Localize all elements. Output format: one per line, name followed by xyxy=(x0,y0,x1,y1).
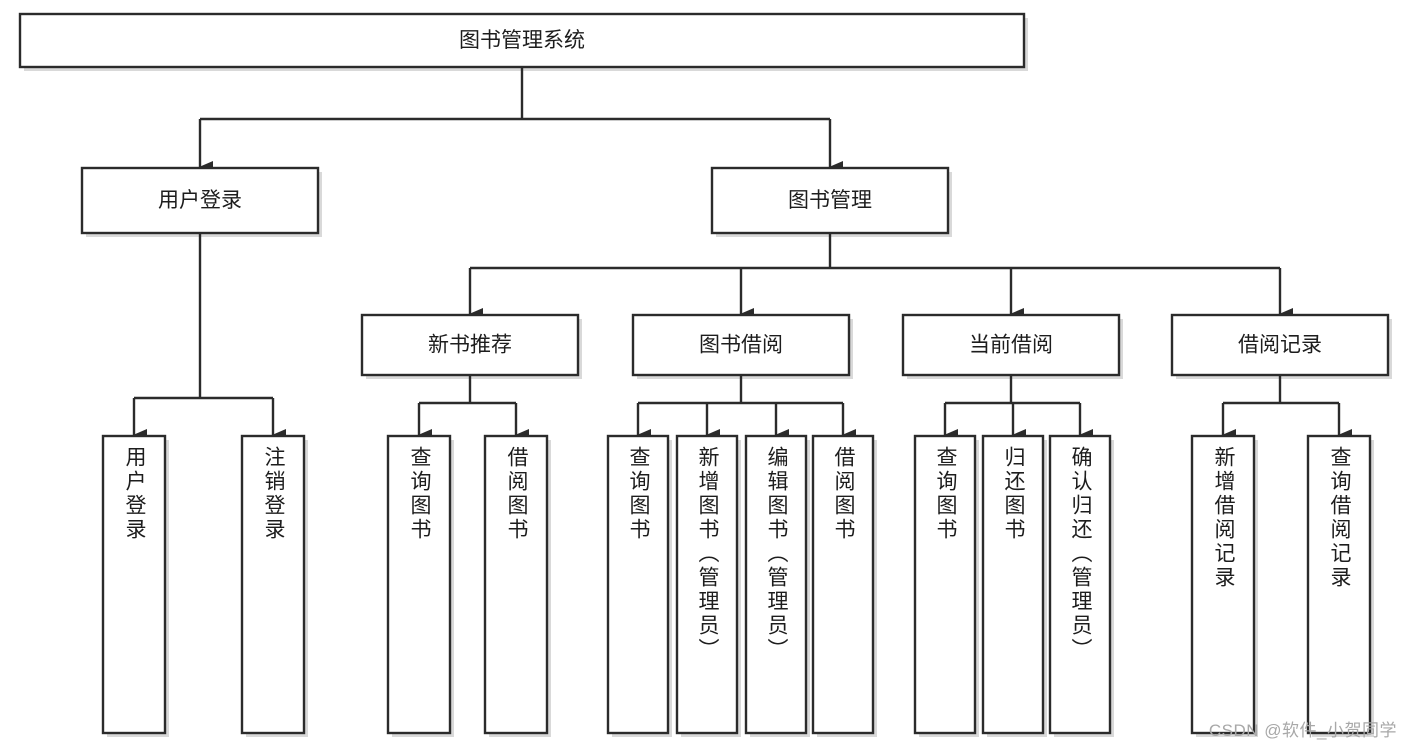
node-label-user-login: 用户登录 xyxy=(158,189,242,212)
node-label-book-manage: 图书管理 xyxy=(788,189,872,212)
node-box-leaf-confirm-return[interactable] xyxy=(1048,434,1112,735)
node-label-new-book-rec: 新书推荐 xyxy=(428,334,512,357)
node-box-leaf-edit-book[interactable] xyxy=(744,434,808,735)
node-box-leaf-query-record[interactable] xyxy=(1306,434,1372,735)
node-box-new-book-rec[interactable] xyxy=(360,313,580,377)
node-label-book-borrow: 图书借阅 xyxy=(699,334,783,357)
node-boxes xyxy=(18,12,1390,735)
connector-lines xyxy=(132,67,1352,441)
watermark-text: CSDN @软件_小贺同学 xyxy=(1208,721,1397,740)
node-box-leaf-logout[interactable] xyxy=(240,434,306,735)
node-box-leaf-borrow-book[interactable] xyxy=(811,434,875,735)
node-box-leaf-query-book[interactable] xyxy=(606,434,670,735)
node-box-current-borrow[interactable] xyxy=(901,313,1121,377)
node-label-current-borrow: 当前借阅 xyxy=(969,334,1053,357)
node-box-book-borrow[interactable] xyxy=(631,313,851,377)
node-box-user-login[interactable] xyxy=(80,166,320,235)
node-box-leaf-query-book-rec[interactable] xyxy=(386,434,452,735)
node-label-root: 图书管理系统 xyxy=(459,29,585,52)
node-box-leaf-add-book[interactable] xyxy=(675,434,739,735)
node-box-book-manage[interactable] xyxy=(710,166,950,235)
node-box-leaf-query-book-cur[interactable] xyxy=(913,434,977,735)
node-box-leaf-user-login[interactable] xyxy=(101,434,167,735)
node-box-leaf-return-book[interactable] xyxy=(981,434,1045,735)
node-box-borrow-record[interactable] xyxy=(1170,313,1390,377)
node-box-leaf-add-record[interactable] xyxy=(1190,434,1256,735)
node-box-leaf-borrow-book-rec[interactable] xyxy=(483,434,549,735)
node-box-图书管理系统[interactable] xyxy=(18,12,1026,69)
node-label-borrow-record: 借阅记录 xyxy=(1238,334,1322,357)
